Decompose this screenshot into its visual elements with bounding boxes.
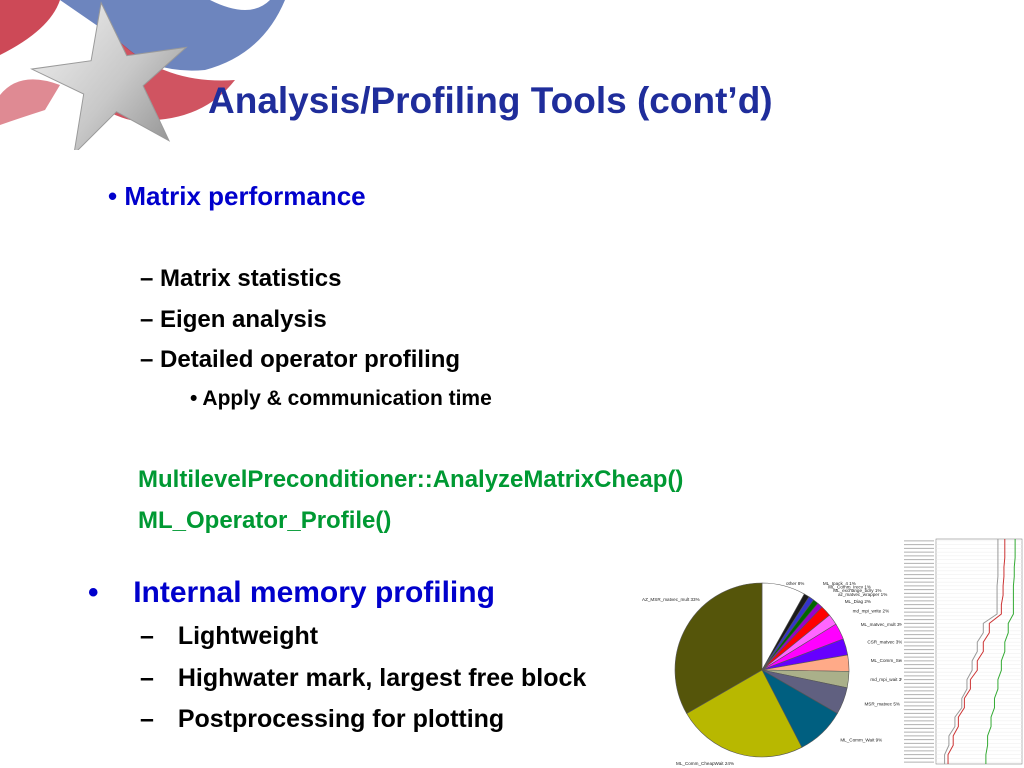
- memory-item-label: Highwater mark, largest free block: [177, 664, 587, 692]
- pie-label: ML_Comm_CheapWait 24%: [676, 761, 734, 766]
- memory-item-label: Postprocessing for plotting: [177, 705, 505, 733]
- bullet-label: Matrix performance: [124, 181, 366, 211]
- pie-slice: [686, 669, 803, 758]
- trace-series-line: [985, 539, 1016, 764]
- trace-series-line: [944, 539, 999, 764]
- sub-item-label: Matrix statistics: [160, 265, 342, 292]
- pie-label: ML_Comm_Wait 9%: [840, 738, 882, 743]
- bullet-dot: •: [108, 181, 118, 211]
- pie-label: other 8%: [786, 581, 804, 586]
- pie-label: MSR_matvec 5%: [864, 701, 900, 706]
- subsub-item-apply-communication: • Apply & communication time: [190, 387, 492, 411]
- pie-slice: [674, 582, 763, 714]
- profile-pie-chart: other 8%ML_Ipack_4 1%ML_Comm_Irecv 1%ML_…: [640, 575, 914, 768]
- memory-trace-chart: [902, 535, 1024, 768]
- pie-label: ML_Comm_Irecv 1%: [828, 584, 871, 589]
- dash-marker: –: [140, 705, 154, 733]
- pie-label: CSR_matvec 3%: [867, 640, 902, 645]
- memory-item-postprocessing: – Postprocessing for plotting: [140, 705, 504, 734]
- subsub-item-label: Apply & communication time: [202, 387, 492, 410]
- memory-item-label: Lightweight: [177, 622, 319, 650]
- sub-item-label: Eigen analysis: [160, 306, 327, 333]
- star-flag-logo: [0, 0, 285, 150]
- pie-label: ML_exchange_bdry 1%: [833, 588, 881, 593]
- sub-item-matrix-statistics: – Matrix statistics: [140, 265, 341, 293]
- function-name-ml-operator-profile: ML_Operator_Profile(): [138, 507, 392, 534]
- bullet-label: Internal memory profiling: [133, 576, 495, 609]
- slide-title: Analysis/Profiling Tools (cont’d): [208, 80, 773, 121]
- bullet-dot: •: [190, 387, 198, 410]
- pie-label: ML_matvec_mult 3%: [861, 622, 904, 627]
- trace-chart-svg: [904, 538, 1023, 765]
- bullet-dot: •: [88, 576, 99, 609]
- function-name-analyze-matrix-cheap: MultilevelPreconditioner::AnalyzeMatrixC…: [138, 466, 684, 493]
- trace-plot-frame: [935, 538, 1023, 765]
- dash-marker: –: [140, 306, 154, 333]
- dash-marker: –: [140, 346, 154, 373]
- pie-label: az_matvec_wrapper 1%: [838, 592, 887, 597]
- memory-item-highwater-mark: – Highwater mark, largest free block: [140, 664, 586, 693]
- pie-label: ML_Comm_Send 3%: [871, 658, 908, 663]
- pie-label: AZ_MSR_matvec_mult 33%: [642, 597, 700, 602]
- dash-marker: –: [140, 664, 154, 692]
- pie-label: md_mpi_write 2%: [853, 609, 890, 614]
- sub-item-label: Detailed operator profiling: [160, 346, 461, 373]
- dash-marker: –: [140, 622, 154, 650]
- trace-series-line: [947, 539, 1006, 764]
- pie-label: ML_Ipack_4 1%: [823, 581, 856, 586]
- pie-chart-svg: other 8%ML_Ipack_4 1%ML_Comm_Irecv 1%ML_…: [642, 581, 914, 766]
- pie-label: ML_Diag 2%: [845, 599, 871, 604]
- sub-item-detailed-operator-profiling: – Detailed operator profiling: [140, 346, 460, 374]
- bullet-matrix-performance: • Matrix performance: [108, 181, 366, 212]
- bullet-internal-memory-profiling: • Internal memory profiling: [88, 576, 495, 610]
- sub-item-eigen-analysis: – Eigen analysis: [140, 306, 327, 334]
- pie-label: md_mpi_wait 3%: [870, 677, 905, 682]
- dash-marker: –: [140, 265, 154, 292]
- memory-item-lightweight: – Lightweight: [140, 622, 318, 651]
